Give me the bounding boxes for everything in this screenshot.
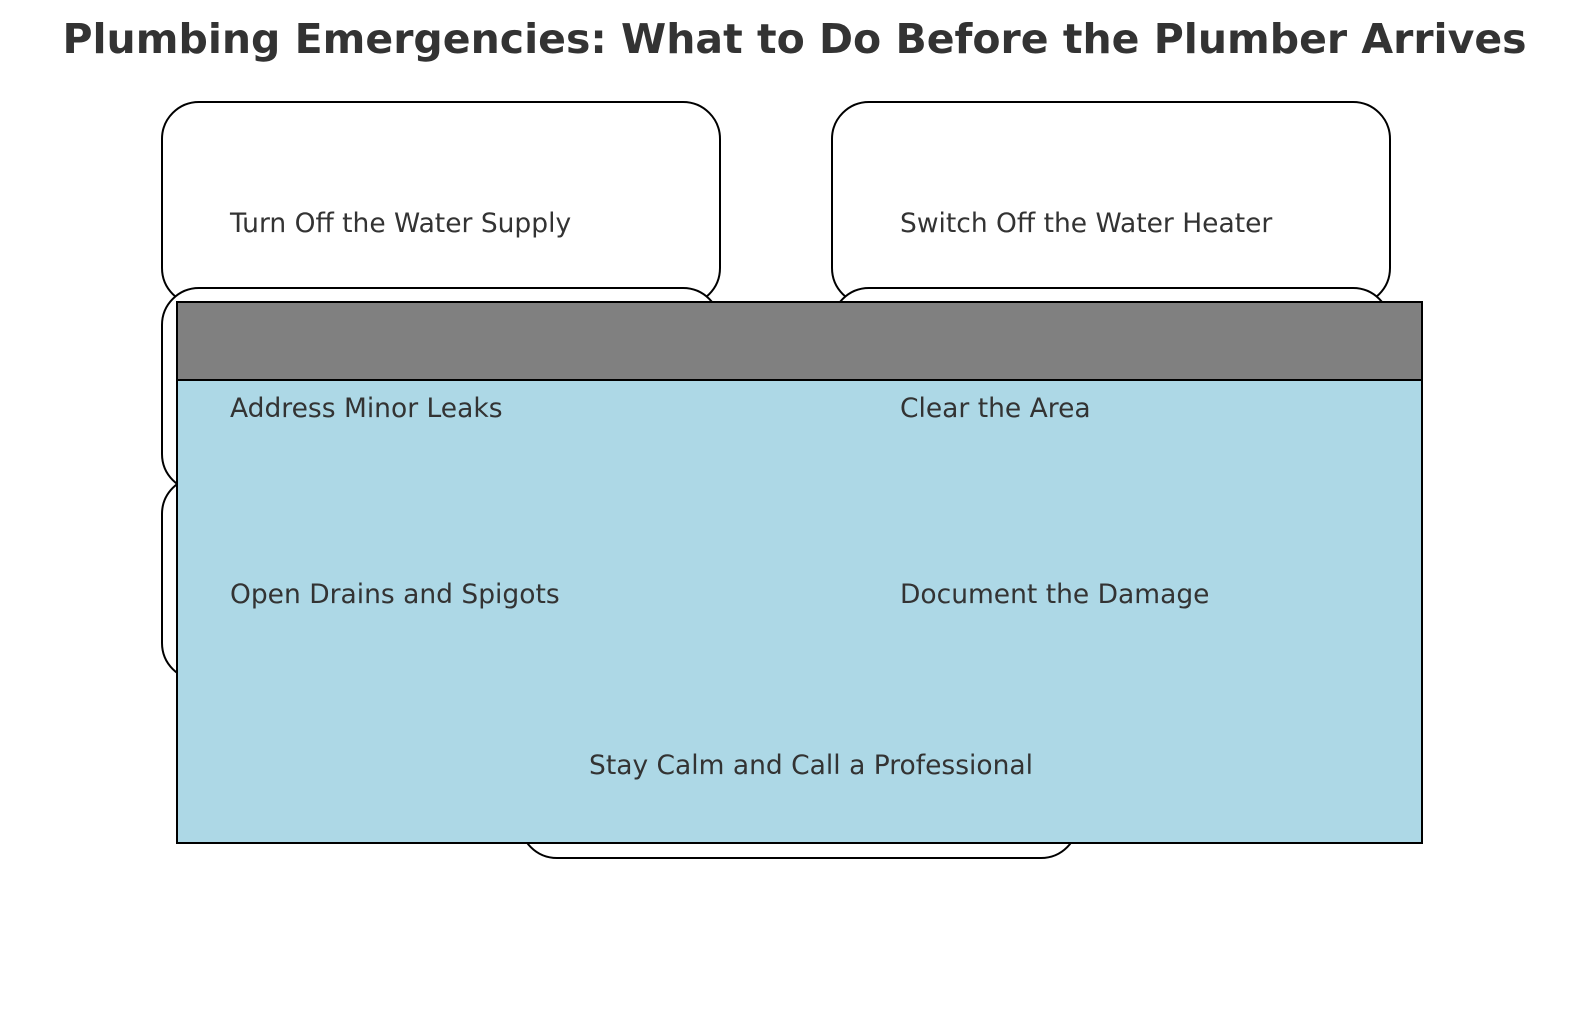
step-label-switch-off-heater: Switch Off the Water Heater bbox=[900, 208, 1273, 239]
step-label-clear-area: Clear the Area bbox=[900, 393, 1091, 424]
step-box-switch-off-heater bbox=[831, 101, 1391, 306]
step-label-stay-calm: Stay Calm and Call a Professional bbox=[589, 750, 1033, 781]
page-title: Plumbing Emergencies: What to Do Before … bbox=[62, 15, 1527, 63]
step-label-document-damage: Document the Damage bbox=[900, 579, 1210, 610]
step-label-open-drains: Open Drains and Spigots bbox=[230, 579, 560, 610]
step-box-turn-off-water bbox=[161, 101, 721, 306]
step-label-address-leaks: Address Minor Leaks bbox=[230, 393, 503, 424]
overlay-panel-header bbox=[176, 301, 1423, 381]
step-label-turn-off-water: Turn Off the Water Supply bbox=[230, 208, 572, 239]
overlay-panel bbox=[176, 301, 1423, 844]
